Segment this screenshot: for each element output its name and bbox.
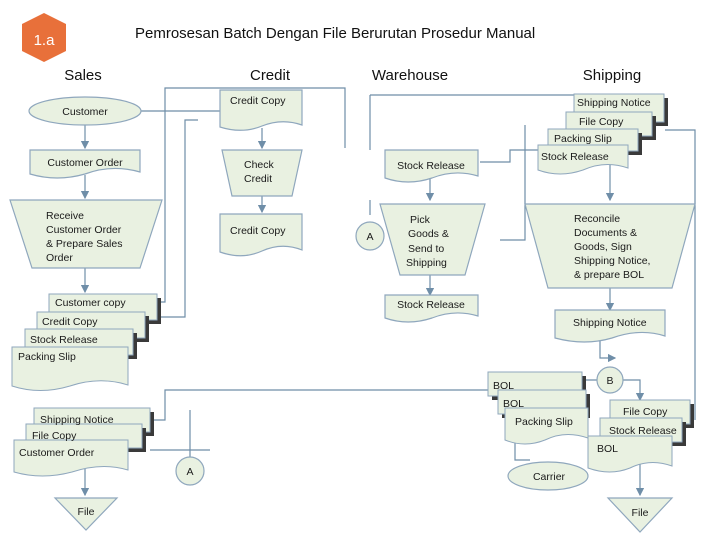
customer-order-label: Customer Order: [47, 157, 123, 169]
file-copy-label-1: File Copy: [579, 116, 624, 128]
credit-copy-doc-shape: [219, 89, 303, 131]
receive-order-label-3: & Prepare Sales: [46, 238, 122, 250]
customer-label: Customer: [62, 106, 108, 118]
receive-order-label-1: Receive: [46, 210, 84, 222]
connector-a-label-2: A: [186, 466, 193, 478]
carrier-label: Carrier: [533, 471, 566, 483]
bol-doc-stack: [487, 371, 590, 445]
shipping-notice-doc-shape: [554, 309, 666, 343]
file-label-1: File: [78, 506, 95, 518]
customer-terminator: [28, 96, 142, 126]
file-copy-label-3: File Copy: [32, 430, 77, 442]
connector-a-label-1: A: [366, 231, 373, 243]
bol-label-3: BOL: [597, 443, 618, 455]
reconcile-label-1: Reconcile: [574, 213, 620, 225]
shipping-notice-label-1: Shipping Notice: [577, 97, 651, 109]
sales-doc-stack-2: [13, 407, 154, 477]
sales-doc-stack-1: [11, 293, 161, 391]
lane-label-warehouse: Warehouse: [372, 67, 448, 84]
customer-copy-label: Customer copy: [55, 297, 126, 309]
packing-slip-label-1: Packing Slip: [554, 133, 612, 145]
check-credit-label-2: Credit: [244, 173, 272, 185]
receive-order-label-4: Order: [46, 252, 73, 264]
file-storage-shape-1: [53, 497, 119, 531]
check-credit-label-1: Check: [244, 159, 275, 171]
carrier-terminator: [507, 461, 589, 491]
connector-a-1: [355, 221, 385, 251]
stock-release-label-4: Stock Release: [30, 334, 98, 346]
stock-release-label-2: Stock Release: [397, 160, 465, 172]
reconcile-shape: [524, 203, 696, 289]
receive-order-label-2: Customer Order: [46, 224, 122, 236]
reconcile-label-3: Goods, Sign: [574, 241, 632, 253]
bol-label-1: BOL: [493, 380, 514, 392]
connector-b: [596, 366, 624, 394]
connector-b-label: B: [606, 375, 613, 387]
file-copy-doc-stack: [587, 399, 694, 473]
lane-label-sales: Sales: [64, 67, 102, 84]
pick-goods-label-1: Pick: [410, 214, 431, 226]
reconcile-label-5: & prepare BOL: [574, 269, 644, 281]
packing-slip-label-3: Packing Slip: [515, 416, 573, 428]
pick-goods-label-3: Send to: [408, 243, 444, 255]
customer-order-label-2: Customer Order: [19, 447, 95, 459]
section-badge: 1.a: [34, 32, 56, 49]
reconcile-label-2: Documents &: [574, 227, 637, 239]
lane-label-shipping: Shipping: [583, 67, 641, 84]
pick-goods-label-4: Shipping: [406, 257, 447, 269]
stock-release-label-5: Stock Release: [609, 425, 677, 437]
file-label-2: File: [632, 507, 649, 519]
pick-goods-shape: [379, 203, 486, 276]
credit-copy-label-3: Credit Copy: [42, 316, 98, 328]
credit-copy-label-2: Credit Copy: [230, 225, 286, 237]
credit-copy-label: Credit Copy: [230, 95, 286, 107]
check-credit-shape: [221, 149, 303, 197]
flow-lines: [80, 87, 696, 497]
shipping-notice-label-2: Shipping Notice: [573, 317, 647, 329]
file-storage-shape-2: [606, 497, 674, 533]
pick-goods-label-2: Goods &: [408, 228, 449, 240]
stock-release-doc-shape-2: [384, 294, 479, 323]
stock-release-doc-shape-1: [384, 149, 479, 183]
reconcile-label-4: Shipping Notice,: [574, 255, 650, 267]
connector-a-2: [175, 456, 205, 486]
receive-order-shape: [9, 199, 163, 269]
customer-order-doc-shape: [29, 149, 141, 179]
shipping-doc-stack-1: [537, 93, 668, 175]
stock-release-label-3: Stock Release: [397, 299, 465, 311]
stock-release-label-1: Stock Release: [541, 151, 609, 163]
bol-label-2: BOL: [503, 398, 524, 410]
shipping-notice-label-3: Shipping Notice: [40, 414, 114, 426]
packing-slip-label-2: Packing Slip: [18, 351, 76, 363]
file-copy-label-2: File Copy: [623, 406, 668, 418]
credit-copy-doc-shape-2: [219, 213, 303, 257]
lane-label-credit: Credit: [250, 67, 291, 84]
page-title: Pemrosesan Batch Dengan File Berurutan P…: [135, 25, 535, 42]
section-badge-shape: [22, 13, 66, 62]
